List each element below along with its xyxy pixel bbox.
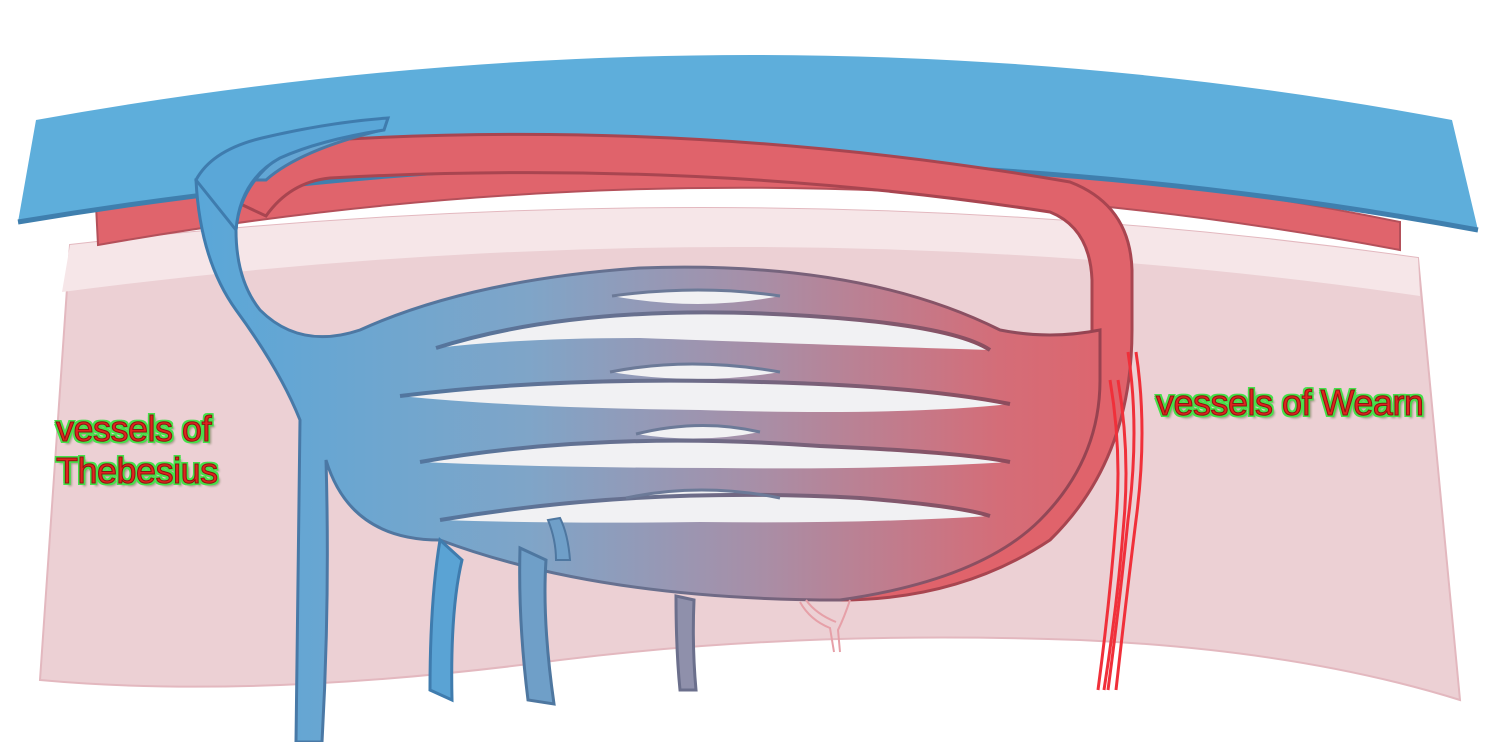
thebesian-vessels [428,516,698,706]
arterial-loop [229,132,1134,602]
label-thebesius-line2: Thebesius [56,450,219,492]
small-capillary-twig [799,599,851,653]
label-vessels-of-wearn: vessels of Wearn [1155,382,1424,424]
label-vessels-of-thebesius: vessels of Thebesius [56,408,219,492]
capillary-network [194,118,1102,742]
wearn-vessels [1096,351,1144,691]
venous-hook [194,116,391,234]
label-thebesius-line1: vessels of [56,408,213,450]
